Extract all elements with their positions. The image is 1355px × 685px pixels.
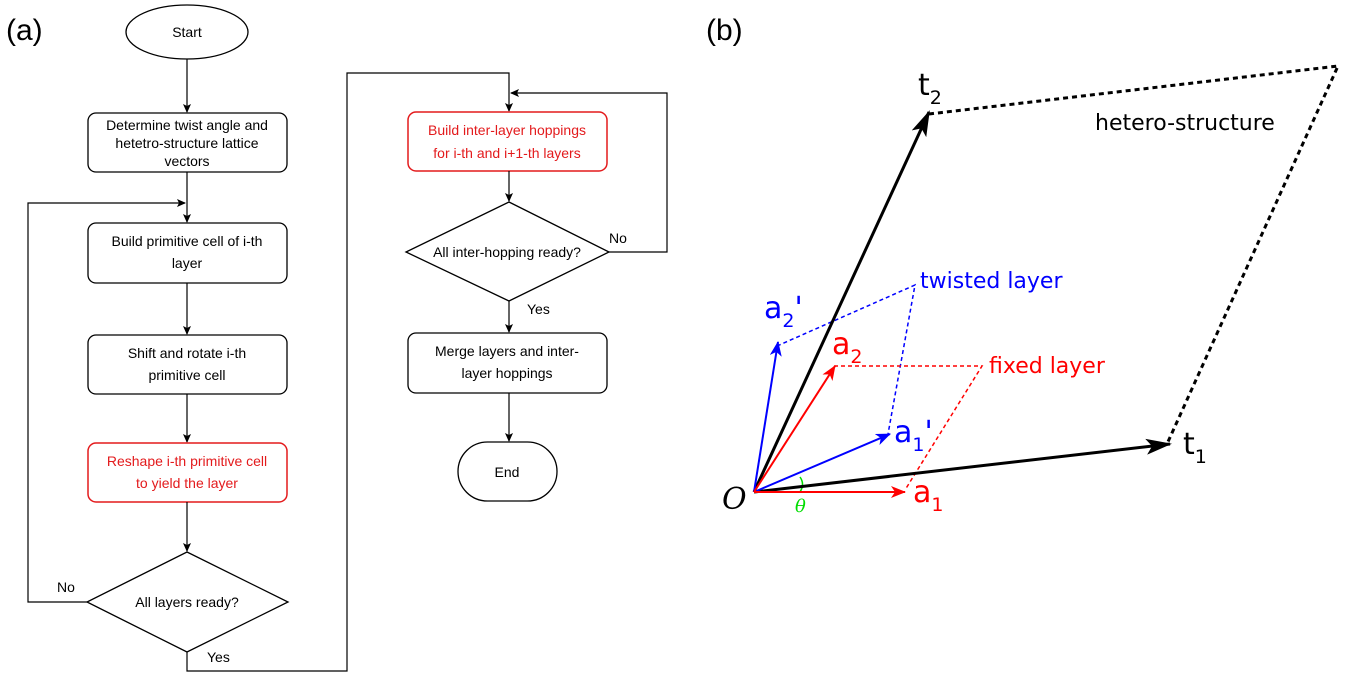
- node-all-hopping-decision: All inter-hopping ready?: [404, 201, 611, 302]
- node-merge-line1: Merge layers and inter-: [435, 343, 579, 359]
- fixed-layer-label: fixed layer: [989, 354, 1106, 379]
- a1-prime-label: a1': [894, 415, 933, 456]
- edge-hopping-no-loop: [510, 89, 668, 253]
- node-merge-line2: layer hoppings: [461, 365, 552, 381]
- node-shift-rotate-line2: primitive cell: [148, 367, 225, 383]
- vector-a1-prime: [753, 433, 891, 493]
- vector-t2: [752, 110, 931, 493]
- edge-hopping-yes-label: Yes: [527, 301, 550, 317]
- node-start-text: Start: [172, 24, 202, 40]
- node-build-hoppings: Build inter-layer hoppings for i-th and …: [407, 111, 608, 172]
- edge-layers-yes-path: [186, 72, 513, 672]
- a2-prime-label: a2': [764, 291, 803, 332]
- panel-b-lattice: (b) θ O t2 t1 a2' a2: [706, 14, 1341, 517]
- node-reshape-line1: Reshape i-th primitive cell: [107, 453, 267, 469]
- a1-sub: 1: [931, 494, 943, 516]
- t1-label: t1: [1183, 427, 1207, 468]
- node-shift-rotate-line1: Shift and rotate i-th: [128, 345, 246, 361]
- node-determine: Determine twist angle and hetetro-struct…: [87, 112, 288, 173]
- origin-label: O: [722, 482, 747, 517]
- node-all-hopping-text: All inter-hopping ready?: [433, 244, 581, 260]
- node-merge: Merge layers and inter- layer hoppings: [407, 332, 608, 394]
- node-build-primitive-line1: Build primitive cell of i-th: [112, 233, 263, 249]
- hetero-structure-cell: [928, 64, 1341, 445]
- node-reshape-line2: to yield the layer: [136, 475, 238, 491]
- a1-label: a1: [913, 475, 943, 516]
- node-reshape: Reshape i-th primitive cell to yield the…: [87, 442, 288, 503]
- edge-layers-no-loop: [27, 199, 186, 603]
- a2-prime-mark: ': [794, 291, 802, 326]
- panel-a-label: (a): [6, 14, 43, 47]
- vector-a2-prime: [753, 341, 782, 493]
- t2-label: t2: [918, 68, 942, 109]
- theta-arc: [799, 476, 804, 493]
- panel-b-label: (b): [706, 14, 743, 47]
- fixed-layer-cell: [834, 365, 984, 491]
- node-build-hoppings-line2: for i-th and i+1-th layers: [433, 145, 580, 161]
- a2-prime-sub: 2: [782, 310, 794, 332]
- node-build-primitive-line2: layer: [172, 255, 203, 271]
- node-determine-line2: hetetro-structure lattice: [115, 135, 258, 151]
- node-all-layers-decision: All layers ready?: [85, 551, 290, 653]
- node-end: End: [457, 441, 558, 502]
- t1-main: t: [1183, 427, 1195, 462]
- node-build-primitive: Build primitive cell of i-th layer: [87, 222, 288, 284]
- panel-a-flowchart: (a) Start Determine twist angle and hete…: [6, 4, 668, 672]
- edge-hopping-no-label: No: [609, 230, 627, 246]
- edge-layers-no-label: No: [57, 579, 75, 595]
- hetero-structure-label: hetero-structure: [1095, 111, 1275, 136]
- node-all-layers-text: All layers ready?: [135, 594, 239, 610]
- node-determine-line3: vectors: [164, 153, 209, 169]
- node-build-hoppings-line1: Build inter-layer hoppings: [428, 122, 586, 138]
- node-shift-rotate: Shift and rotate i-th primitive cell: [87, 334, 288, 395]
- a1-prime-sub: 1: [912, 434, 924, 456]
- a1-main: a: [913, 475, 931, 510]
- twisted-layer-cell: [776, 283, 916, 435]
- edge-layers-yes-label: Yes: [207, 649, 230, 665]
- theta-label: θ: [795, 496, 806, 517]
- t2-main: t: [918, 68, 930, 103]
- t1-sub: 1: [1195, 446, 1207, 468]
- node-start: Start: [125, 4, 249, 60]
- vector-a2: [753, 365, 836, 493]
- a2-prime-main: a: [764, 291, 782, 326]
- twisted-layer-label: twisted layer: [920, 269, 1063, 294]
- a2-main: a: [832, 327, 850, 362]
- a2-label: a2: [832, 327, 862, 368]
- node-determine-line1: Determine twist angle and: [106, 117, 268, 133]
- node-end-text: End: [495, 464, 520, 480]
- a1-prime-mark: ': [924, 415, 932, 450]
- a1-prime-main: a: [894, 415, 912, 450]
- t2-sub: 2: [930, 87, 942, 109]
- vector-t1: [753, 438, 1172, 494]
- a2-sub: 2: [850, 346, 862, 368]
